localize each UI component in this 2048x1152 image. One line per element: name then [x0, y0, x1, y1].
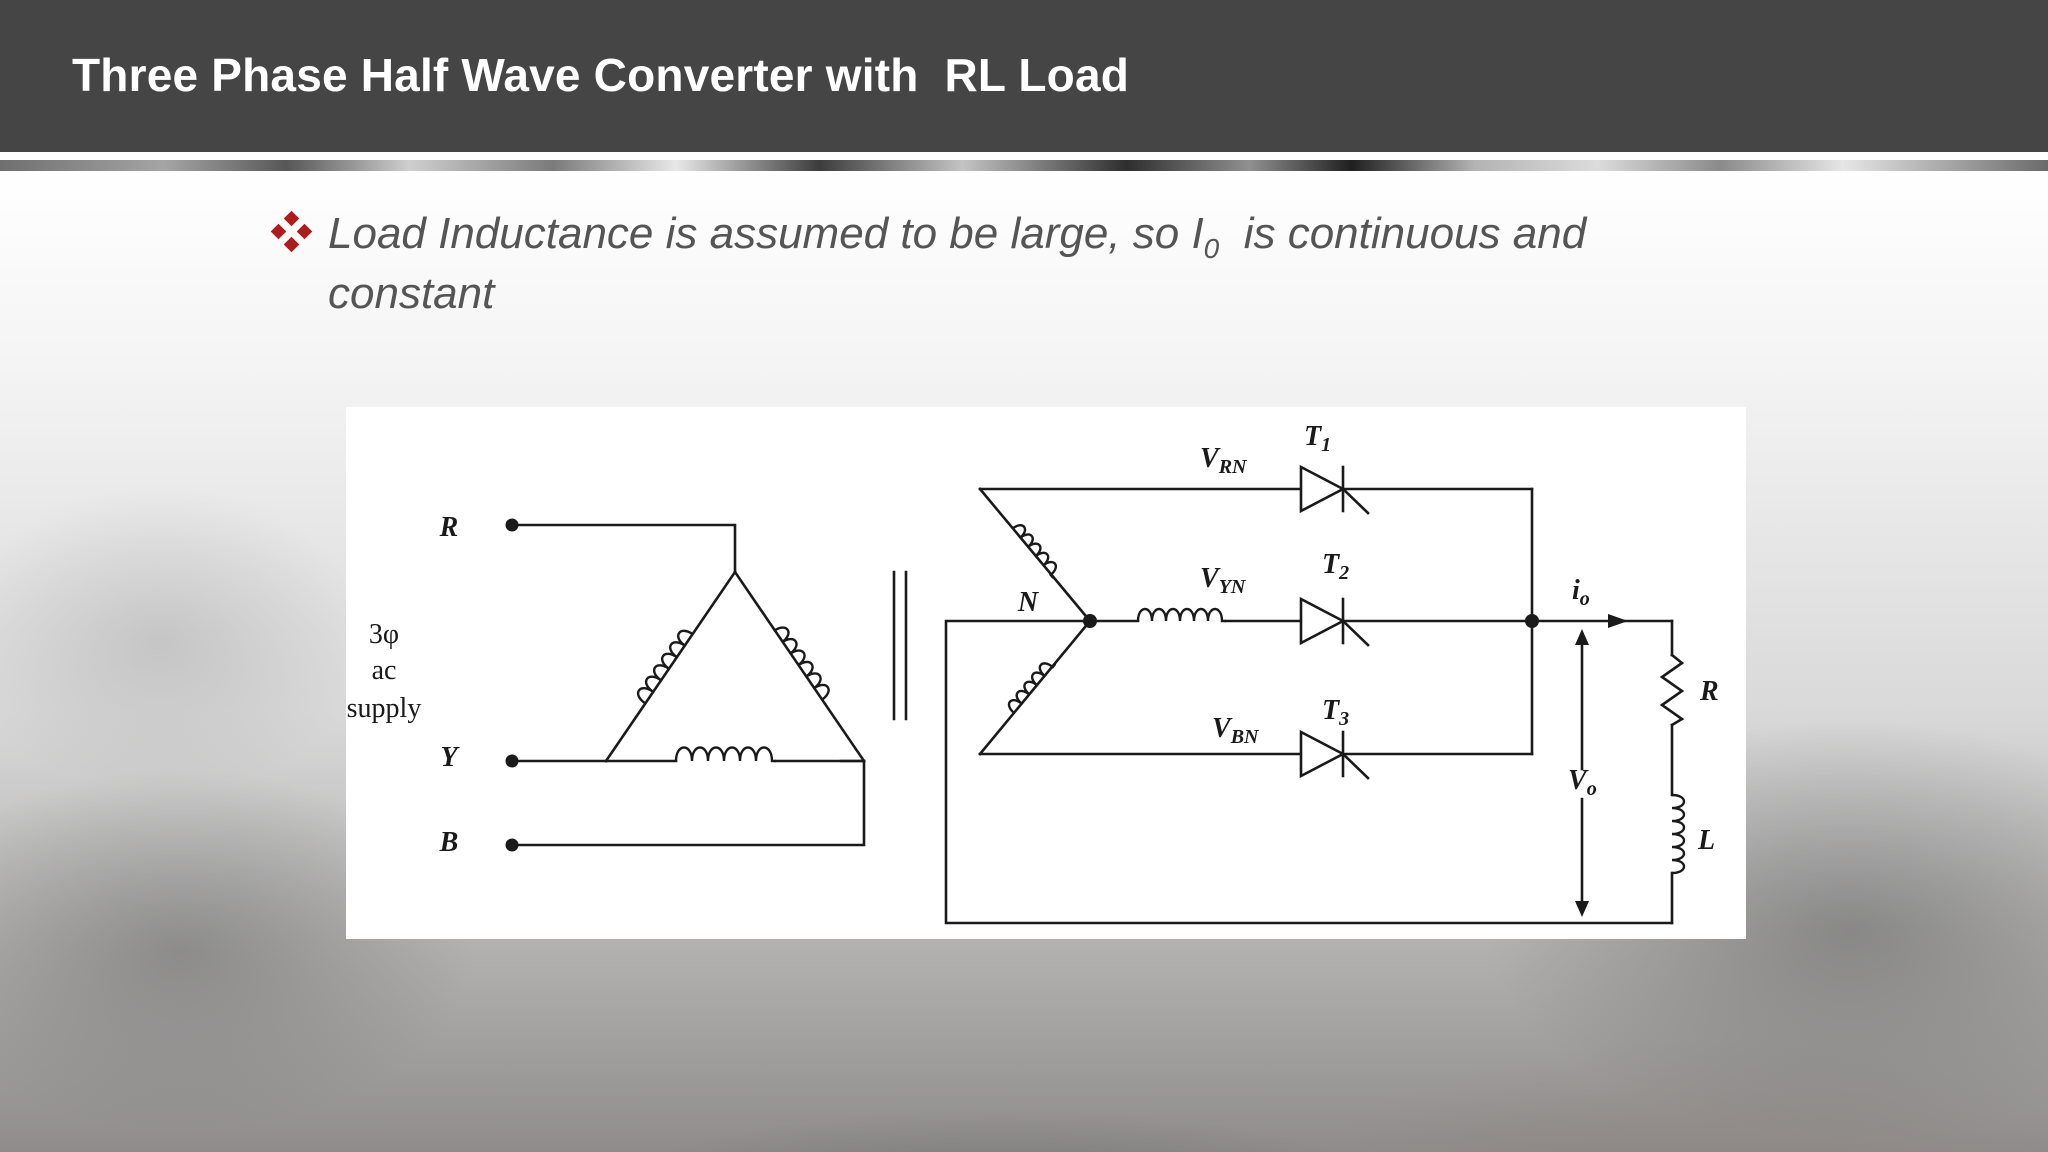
neutral-label: N [1017, 587, 1040, 618]
t1-label: T1 [1304, 421, 1331, 456]
secondary-star-winding [978, 487, 1303, 756]
terminal-b-label: B [439, 827, 459, 858]
supply-label-line2: ac [372, 655, 397, 686]
vrn-label: VRN [1200, 443, 1248, 478]
thyristor-t3 [1299, 729, 1534, 780]
supply-label-line1: 3φ [369, 619, 399, 650]
t2-label: T2 [1322, 549, 1349, 584]
load-r-label: R [1699, 676, 1719, 707]
load-current-symbol: I0 [1191, 209, 1220, 264]
load-inductor [1670, 793, 1686, 925]
vo-label: Vo [1568, 765, 1597, 800]
primary-delta-winding [510, 523, 866, 847]
header-photo-strip [0, 160, 2048, 171]
thyristor-t2 [1299, 596, 1534, 647]
io-label: io [1572, 575, 1590, 610]
vo-measurement-arrow [1575, 629, 1589, 917]
diamond-bullet-icon [270, 210, 313, 253]
thyristor-t1 [1299, 464, 1534, 515]
io-arrow-icon [1608, 614, 1628, 628]
circuit-svg: 3φ ac supply R Y B [347, 421, 1719, 925]
bullet-text-after: is continuous and constant [328, 209, 1599, 318]
slide-title: Three Phase Half Wave Converter with RL … [72, 49, 1130, 101]
bullet-text-before: Load Inductance is assumed to be large, … [328, 209, 1192, 258]
title-divider [0, 154, 2048, 159]
return-wire [944, 619, 1674, 925]
load-l-label: L [1697, 825, 1715, 856]
terminal-r-label: R [439, 512, 459, 543]
vyn-label: VYN [1200, 563, 1247, 598]
vbn-label: VBN [1212, 713, 1260, 748]
t3-label: T3 [1322, 695, 1349, 730]
supply-label-line3: supply [347, 693, 422, 724]
load-resistor [1659, 619, 1685, 797]
title-bar: Three Phase Half Wave Converter with RL … [0, 0, 2048, 152]
terminal-y-label: Y [440, 742, 460, 773]
circuit-diagram: 3φ ac supply R Y B [346, 407, 1746, 939]
bullet-text: Load Inductance is assumed to be large, … [328, 204, 1748, 324]
